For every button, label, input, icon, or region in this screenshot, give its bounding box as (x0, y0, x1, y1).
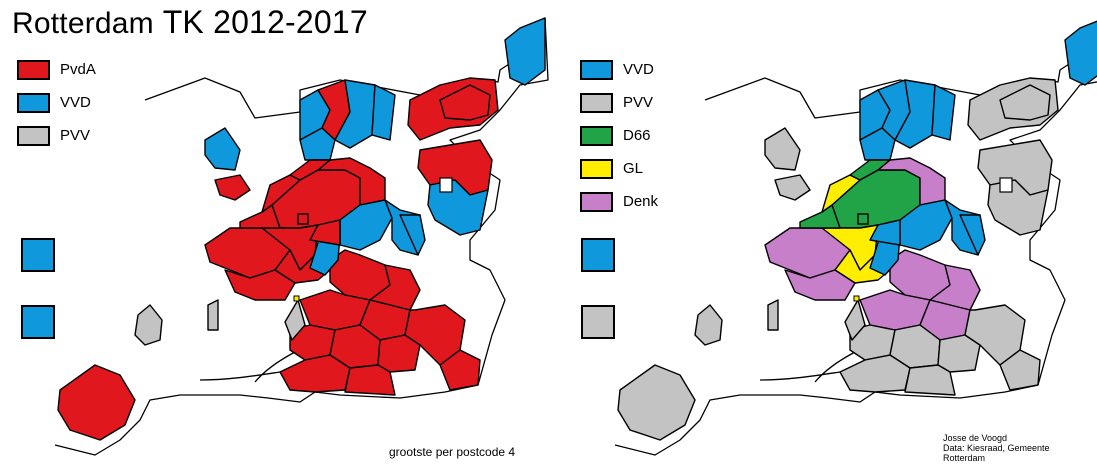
district-nw1-2017 (869, 219, 901, 246)
legend-label-pvv: PVV (60, 127, 91, 144)
legend-label-pvv-2017: PVV (623, 94, 654, 111)
river-line-2012 (199, 351, 296, 383)
district-zuidI-2017 (999, 349, 1041, 391)
legend-swatch-vvd (17, 93, 50, 113)
district-overschie2-2012 (214, 174, 251, 201)
district-prinsAlex2-2012 (427, 179, 489, 236)
outlying-area-south-2012 (21, 305, 55, 339)
district-hoogvliet-2012 (57, 364, 136, 441)
district-ijsselmonde-2012 (284, 299, 306, 341)
legend-swatch-pvv-2017 (580, 93, 613, 113)
map-title: Rotterdam TK 2012-2017 (12, 4, 368, 41)
title-city: Rotterdam (12, 7, 154, 40)
district-pernis-2012 (134, 304, 163, 346)
city-centre-marker-2012 (297, 213, 309, 225)
legend-label-vvd-2017: VVD (623, 61, 654, 78)
legend-label-denk: Denk (623, 193, 659, 210)
district-oostNorth5-2012 (299, 127, 336, 161)
credit-data: Data: Kiesraad, Gemeente (943, 443, 1050, 453)
district-smallPernis-2012 (207, 299, 219, 331)
legend-swatch-pvv (17, 126, 50, 146)
district-ne2-2012 (439, 84, 491, 121)
map-2017 (614, 20, 1097, 456)
district-zuidK-2012 (344, 364, 396, 396)
district-overschie2-2017 (774, 174, 811, 201)
legend-label-gl: GL (623, 160, 644, 177)
credits: Josse de Voogd Data: Kiesraad, Gemeente … (943, 433, 1050, 463)
district-eastSmall-2012 (399, 214, 426, 256)
river-line-2017 (759, 351, 856, 383)
district-zuidK-2017 (904, 364, 956, 396)
district-mid2-2012 (261, 174, 301, 213)
district-mid2-2017 (821, 174, 861, 213)
district-zuidJ-2012 (279, 354, 351, 393)
district-delfshaven-2012 (224, 269, 296, 301)
district-overschie1-2012 (204, 127, 241, 171)
credit-data-cont: Rotterdam (943, 453, 986, 463)
district-ijsselmonde-2017 (844, 299, 866, 341)
district-smallPernis-2017 (767, 299, 779, 331)
legend-swatch-d66 (580, 126, 613, 146)
municipal-boundary-2012 (54, 17, 549, 456)
district-eastSmall-2017 (959, 214, 986, 256)
enclave-2017 (999, 177, 1013, 193)
legend-swatch-pvda (17, 60, 50, 80)
municipal-boundary-2017 (614, 21, 1097, 456)
city-centre-marker-2017 (857, 213, 869, 225)
map-2012 (54, 17, 549, 456)
district-centrumC-2017 (899, 199, 953, 251)
small-district-marker-2017 (853, 295, 860, 302)
district-mid3-2017 (849, 159, 891, 181)
district-oostNorth4-2017 (931, 84, 956, 141)
district-oostNorth5-2017 (859, 127, 896, 161)
legend-label-d66: D66 (623, 127, 651, 144)
district-overschie1-2017 (764, 127, 801, 171)
district-northeastTop-2012 (504, 17, 546, 86)
credit-author: Josse de Voogd (943, 433, 1008, 443)
district-oostNorth4-2012 (371, 84, 396, 141)
district-zuidI-2012 (439, 349, 481, 391)
district-ne2-2017 (999, 84, 1051, 121)
legend-label-vvd: VVD (60, 94, 91, 111)
outlying-area-north-2012 (21, 238, 55, 272)
district-delfshaven-2017 (784, 269, 856, 301)
footnote: grootste per postcode 4 (389, 445, 516, 459)
district-zuidJ-2017 (839, 354, 911, 393)
district-centrumC-2012 (339, 199, 393, 251)
outlying-area-south-2017 (581, 305, 615, 339)
outlying-area-north-2017 (581, 238, 615, 272)
district-northeastTop-2017 (1064, 20, 1097, 86)
district-prinsAlex2-2017 (987, 179, 1049, 236)
title-period: TK 2012-2017 (162, 4, 368, 40)
district-centrumB-2017 (877, 157, 946, 206)
district-pernis-2017 (694, 304, 723, 346)
legend-swatch-vvd-2017 (580, 60, 613, 80)
legend-swatch-gl (580, 159, 613, 179)
legend-swatch-denk (580, 192, 613, 212)
small-district-marker-2012 (293, 295, 300, 302)
district-hoogvliet-2017 (617, 364, 696, 441)
enclave-2012 (439, 177, 453, 193)
district-centrumB-2012 (317, 157, 386, 206)
district-nw1-2012 (309, 219, 341, 246)
legend-label-pvda: PvdA (60, 61, 96, 78)
district-mid3-2012 (289, 159, 331, 181)
